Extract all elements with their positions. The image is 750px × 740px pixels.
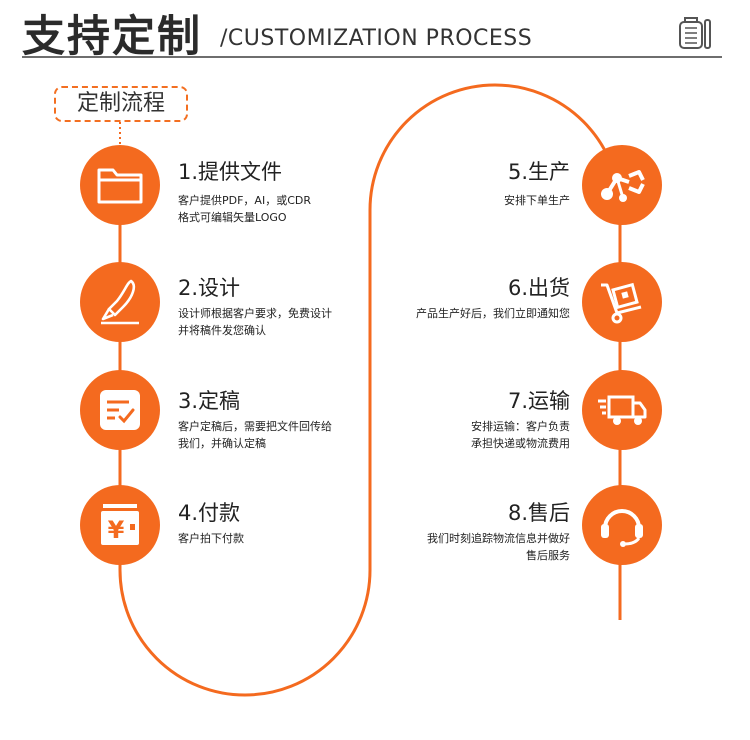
- pen-nib-icon: [101, 279, 139, 325]
- step-1-title: 1.提供文件: [178, 160, 283, 184]
- step-8-desc: 我们时刻追踪物流信息并做好 售后服务: [427, 532, 570, 562]
- step-2-circle: [80, 262, 160, 342]
- step-3-title: 3.定稿: [178, 389, 241, 413]
- step-7-title: 7.运输: [507, 389, 570, 413]
- step-7-desc: 安排运输：客户负责 承担快递或物流费用: [471, 420, 570, 450]
- page-title: 支持定制: [22, 12, 202, 62]
- folder-icon: [97, 168, 143, 204]
- step-4-desc: 客户拍下付款: [178, 532, 244, 545]
- step-3-desc: 客户定稿后，需要把文件回传给 我们，并确认定稿: [178, 420, 332, 450]
- robot-arm-icon: [601, 170, 645, 202]
- step-2-title: 2.设计: [178, 276, 241, 300]
- step-3-circle: [80, 370, 160, 450]
- step-4-circle: ¥: [80, 485, 160, 565]
- step-5-circle: [582, 145, 662, 225]
- step-8-circle: [582, 485, 662, 565]
- flow-badge: 定制流程: [54, 86, 188, 122]
- yen-payment-icon: ¥: [101, 504, 139, 545]
- step-8-title: 8.售后: [507, 501, 570, 525]
- page-subtitle: /CUSTOMIZATION PROCESS: [220, 26, 533, 51]
- brand-logo-icon: [679, 17, 711, 49]
- headset-icon: [601, 509, 643, 547]
- header-divider: [22, 56, 722, 58]
- step-6-title: 6.出货: [507, 276, 570, 300]
- step-6-circle: [582, 262, 662, 342]
- step-2-desc: 设计师根据客户要求，免费设计 并将稿件发您确认: [178, 307, 332, 337]
- delivery-truck-icon: [598, 395, 647, 425]
- step-1-circle: [80, 145, 160, 225]
- step-5-desc: 安排下单生产: [504, 194, 570, 207]
- step-1-desc: 客户提供PDF，AI，或CDR 格式可编辑矢量LOGO: [178, 194, 311, 224]
- step-5-title: 5.生产: [507, 160, 570, 184]
- checklist-icon: [100, 390, 140, 430]
- svg-text:¥: ¥: [108, 516, 125, 544]
- hand-truck-icon: [601, 282, 642, 324]
- step-6-desc: 产品生产好后，我们立即通知您: [416, 307, 570, 320]
- step-7-circle: [582, 370, 662, 450]
- step-4-title: 4.付款: [178, 501, 241, 525]
